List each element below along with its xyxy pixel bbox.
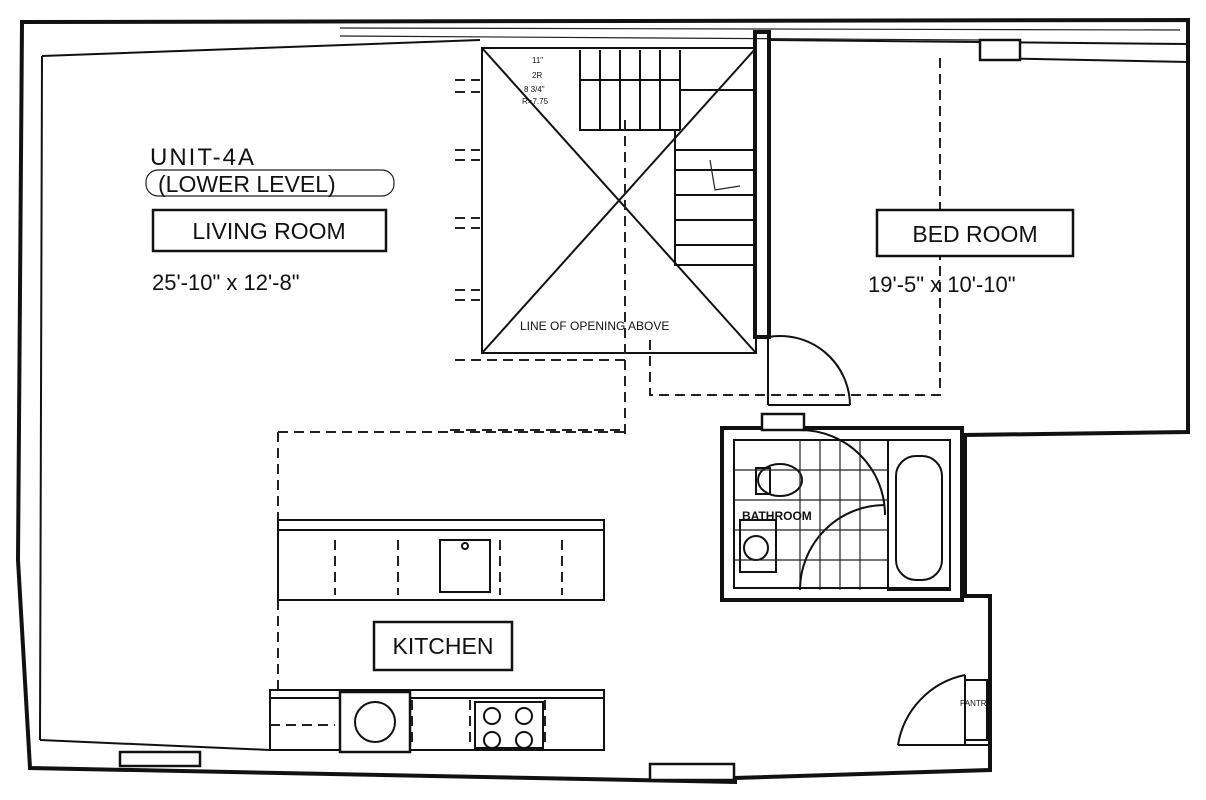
- living-room-label: LIVING ROOM: [192, 218, 345, 244]
- stair-note-4: R=7.75: [522, 97, 549, 106]
- kitchen-counter: [269, 689, 605, 754]
- bedroom-door: [767, 334, 851, 406]
- stair-note-1: 11": [532, 56, 543, 65]
- stair-note-2: 2R: [532, 71, 542, 80]
- bed-room-dimensions: 19'-5" x 10'-10": [868, 272, 1016, 297]
- cooktop: [474, 701, 544, 749]
- kitchen-island: [277, 519, 605, 601]
- bathtub-frame: [887, 439, 951, 591]
- bathroom-label: BATHROOM: [742, 509, 812, 523]
- window-south: [648, 762, 736, 782]
- toilet: [757, 463, 803, 497]
- bathtub: [895, 455, 943, 581]
- bath-sink: [743, 535, 769, 561]
- kitchen-sink: [439, 539, 491, 593]
- living-room: LIVING ROOM 25'-10" x 12'-8": [151, 208, 388, 295]
- window-south-west: [118, 750, 202, 768]
- window-north-east: [978, 38, 1022, 62]
- bath-vanity: [739, 519, 777, 573]
- stair-treads: [579, 50, 755, 266]
- closet-tag: PANTRY: [960, 699, 992, 708]
- bathroom: BATHROOM: [720, 412, 964, 602]
- exterior-walls: [15, 17, 1191, 785]
- entry-door: PANTRY: [897, 674, 992, 746]
- unit-level: (LOWER LEVEL): [158, 171, 336, 197]
- bed-room-label: BED ROOM: [912, 221, 1037, 247]
- kitchen: KITCHEN: [372, 620, 514, 672]
- unit-heading: UNIT-4A (LOWER LEVEL): [145, 144, 395, 197]
- stair-note-3: 8 3/4": [524, 85, 545, 94]
- unit-title: UNIT-4A: [150, 144, 256, 171]
- bed-room: BED ROOM 19'-5" x 10'-10": [868, 208, 1075, 297]
- opening-label: LINE OF OPENING ABOVE: [520, 319, 669, 333]
- living-room-dimensions: 25'-10" x 12'-8": [152, 270, 300, 295]
- stair-opening: 11" 2R 8 3/4" R=7.75 LINE OF OPENING ABO…: [450, 30, 771, 435]
- kitchen-label: KITCHEN: [393, 633, 494, 659]
